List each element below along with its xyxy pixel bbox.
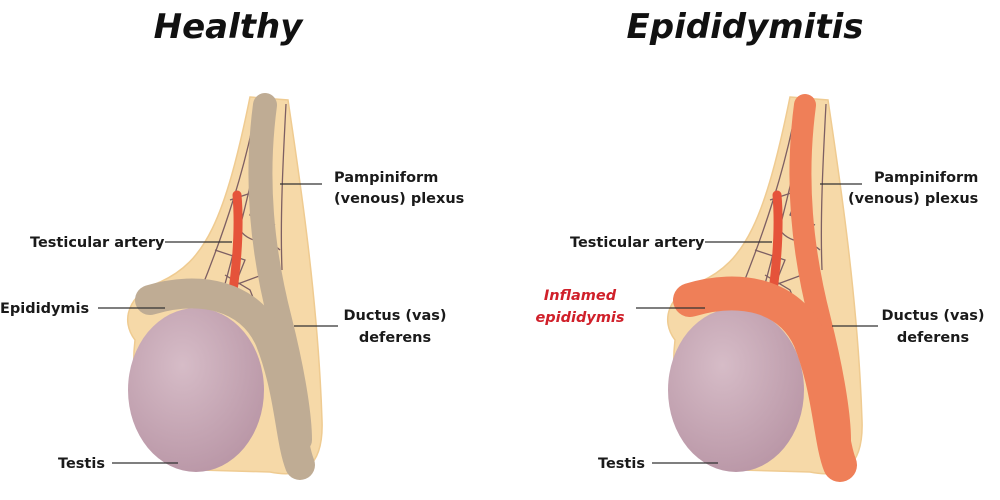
label-ductus-2: deferens (897, 330, 969, 346)
label-plexus: Pampiniform (874, 170, 978, 186)
label-artery: Testicular artery (570, 235, 705, 251)
label-ductus: Ductus (vas) (343, 308, 446, 324)
label-ductus: Ductus (vas) (881, 308, 984, 324)
label-plexus-2: (venous) plexus (334, 191, 464, 207)
label-artery: Testicular artery (30, 235, 165, 251)
label-plexus-2: (venous) plexus (848, 191, 978, 207)
healthy-labels: Pampiniform (venous) plexus Testicular a… (0, 170, 464, 472)
label-plexus: Pampiniform (334, 170, 438, 186)
label-inflamed-epididymis: epididymis (535, 310, 624, 326)
title-healthy: Healthy (154, 7, 305, 47)
label-ductus-2: deferens (359, 330, 431, 346)
label-epididymis: Epididymis (0, 301, 89, 317)
label-testis: Testis (58, 456, 105, 472)
label-inflamed: Inflamed (544, 288, 617, 304)
healthy-anatomy (126, 93, 323, 480)
epididymis-shape (135, 278, 315, 480)
epididymitis-labels: Pampiniform (venous) plexus Testicular a… (535, 170, 984, 472)
inflamed-epididymis-shape (673, 276, 857, 482)
epididymitis-anatomy (666, 94, 863, 482)
title-epididymitis: Epididymitis (627, 7, 864, 47)
label-testis: Testis (598, 456, 645, 472)
